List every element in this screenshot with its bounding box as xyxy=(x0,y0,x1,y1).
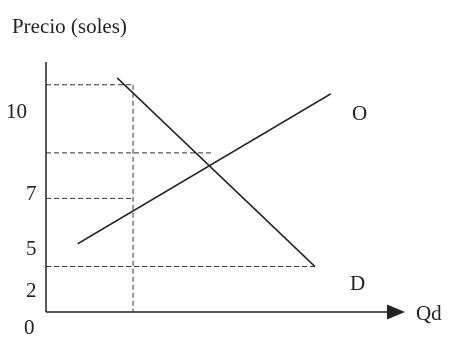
demand-curve xyxy=(116,77,316,268)
y-axis-title: Precio (soles) xyxy=(12,14,127,38)
supply-curve-label: O xyxy=(352,101,367,125)
supply-curve xyxy=(77,93,332,245)
y-tick-label-10: 10 xyxy=(6,99,27,123)
demand-curve-label: D xyxy=(350,271,365,295)
x-axis-title: Qd xyxy=(416,301,442,325)
origin-label: 0 xyxy=(24,315,35,338)
y-tick-label-7: 7 xyxy=(26,181,37,205)
y-tick-label-5: 5 xyxy=(26,236,37,260)
y-tick-label-2: 2 xyxy=(26,278,37,302)
